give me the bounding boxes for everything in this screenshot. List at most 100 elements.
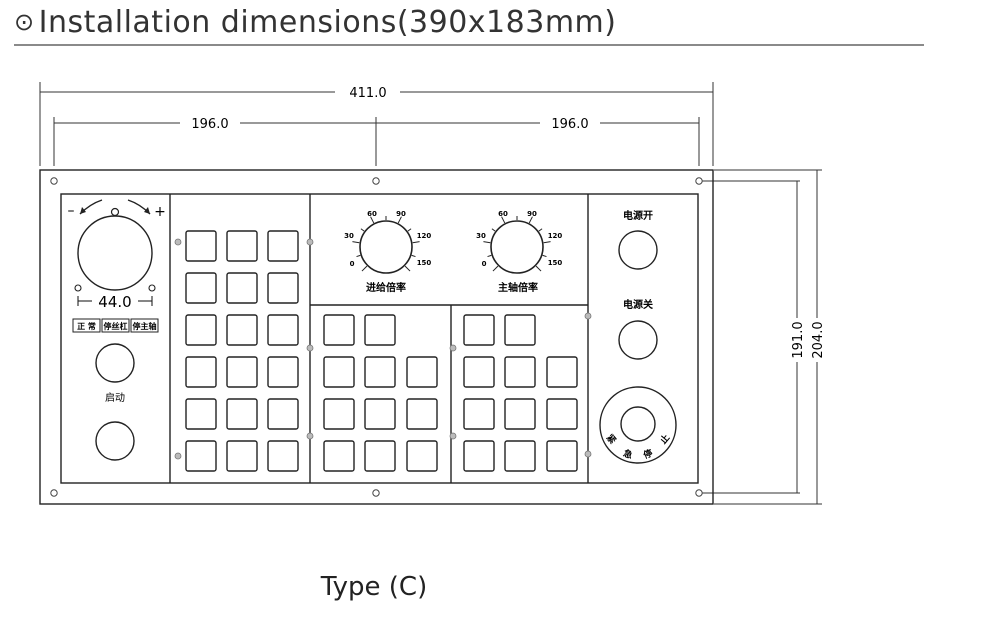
plus-label: + [154,204,166,220]
left-grid-key-1-1[interactable] [226,272,258,304]
left-indicator-icon [74,284,82,292]
right-grid-key-3-1[interactable] [504,440,536,472]
dial-tick [404,265,411,272]
left-grid-key-2-0[interactable] [185,314,217,346]
spindle-override-dial: 0 30 60 90 120 150 主轴倍率 [476,210,562,294]
left-grid-key-3-0[interactable] [185,356,217,388]
mode-normal-label-box [72,318,101,333]
left-grid-key-5-2[interactable] [267,440,299,472]
dial-tick [370,216,375,224]
dial-tick [535,265,542,272]
left-grid-key-3-1[interactable] [226,356,258,388]
right-grid-key-0-0[interactable] [463,314,495,346]
left-grid-key-1-0[interactable] [185,272,217,304]
right-grid-key-1-1[interactable] [504,356,536,388]
right-grid-key-0-1[interactable] [504,314,536,346]
middle-grid-key-3-0[interactable] [323,440,355,472]
panel-outline [39,169,714,505]
left-grid-key-1-2[interactable] [267,272,299,304]
feed-override-dial: 0 30 60 90 120 150 进给倍率 [344,210,431,294]
right-indicator-icon [148,284,156,292]
dim-outer-height: 204.0 [811,321,826,358]
spindle-readout: 44.0 [98,293,131,311]
feed-scale-30: 30 [344,232,354,240]
center-indicator-icon [110,207,120,217]
circle-dot-icon: ⊙ [14,8,35,36]
left-grid-key-0-0[interactable] [185,230,217,262]
dimension-lines [39,82,822,505]
mode-stop-spindle-label-box [130,318,159,333]
left-grid-key-2-2[interactable] [267,314,299,346]
spindle-override-label: 主轴倍率 [498,281,538,294]
spindle-bottom-button[interactable] [95,421,135,461]
middle-grid-key-0-1[interactable] [364,314,396,346]
middle-grid-key-2-1[interactable] [364,398,396,430]
middle-grid-key-2-0[interactable] [323,398,355,430]
dial-tick [543,241,551,244]
middle-grid-key-3-2[interactable] [406,440,438,472]
power-on-button[interactable] [618,230,658,270]
estop-char-3: 停 [642,447,655,461]
spindle-override-knob[interactable] [490,220,544,274]
mode-stop-screw-label: 停丝杠 [104,321,128,331]
feed-override-knob[interactable] [359,220,413,274]
start-button[interactable] [95,343,135,383]
left-grid-key-2-1[interactable] [226,314,258,346]
estop-char-2: 急 [622,447,635,461]
emergency-stop-button[interactable] [620,406,656,442]
feed-override-dial-ticks [352,216,420,272]
feed-scale-90: 90 [396,210,406,218]
page-title: ⊙Installation dimensions(390x183mm) [14,4,616,41]
left-grid-key-4-1[interactable] [226,398,258,430]
dial-tick [538,228,543,232]
middle-grid-key-1-0[interactable] [323,356,355,388]
power-off-button[interactable] [618,320,658,360]
dial-tick [361,265,368,272]
left-grid-key-5-1[interactable] [226,440,258,472]
left-grid-key-0-1[interactable] [226,230,258,262]
figure-caption: Type (C) [320,572,428,602]
left-grid-key-0-2[interactable] [267,230,299,262]
divider-rivets [174,238,592,460]
feed-scale-120: 120 [417,232,432,240]
feed-override-label: 进给倍率 [366,281,406,294]
key-grids [185,230,578,472]
dial-tick [487,254,492,258]
right-grid-key-2-1[interactable] [504,398,536,430]
dial-tick [483,241,491,244]
feed-scale-60: 60 [367,210,377,218]
mode-stop-spindle-label: 停主轴 [133,321,157,331]
power-off-label: 电源关 [623,298,653,311]
power-panel: 电源开 电源关 紧 急 停 止 [599,209,677,464]
middle-grid-key-2-2[interactable] [406,398,438,430]
spindle-scale-90: 90 [527,210,537,218]
spindle-scale-0: 0 [482,260,487,268]
right-grid-key-2-0[interactable] [463,398,495,430]
middle-grid-key-1-2[interactable] [406,356,438,388]
dim-inner-height: 191.0 [791,321,806,358]
middle-grid-key-1-1[interactable] [364,356,396,388]
dial-tick [397,216,402,224]
right-grid-key-1-0[interactable] [463,356,495,388]
power-on-label: 电源开 [623,209,653,222]
dial-tick [356,254,361,258]
right-grid-key-2-2[interactable] [546,398,578,430]
spindle-knob[interactable] [77,215,153,291]
feed-scale-150: 150 [417,259,432,267]
mounting-holes [50,177,703,497]
left-grid-key-5-0[interactable] [185,440,217,472]
dim-left-half: 196.0 [191,117,228,132]
dial-tick [492,265,499,272]
left-grid-key-4-0[interactable] [185,398,217,430]
left-grid-key-4-2[interactable] [267,398,299,430]
mode-stop-screw-label-box [101,318,130,333]
right-grid-key-1-2[interactable] [546,356,578,388]
feed-scale-0: 0 [350,260,355,268]
dial-tick [412,241,420,244]
right-grid-key-3-2[interactable] [546,440,578,472]
middle-grid-key-3-1[interactable] [364,440,396,472]
spindle-override-dial-ticks [483,216,551,272]
right-grid-key-3-0[interactable] [463,440,495,472]
middle-grid-key-0-0[interactable] [323,314,355,346]
left-grid-key-3-2[interactable] [267,356,299,388]
